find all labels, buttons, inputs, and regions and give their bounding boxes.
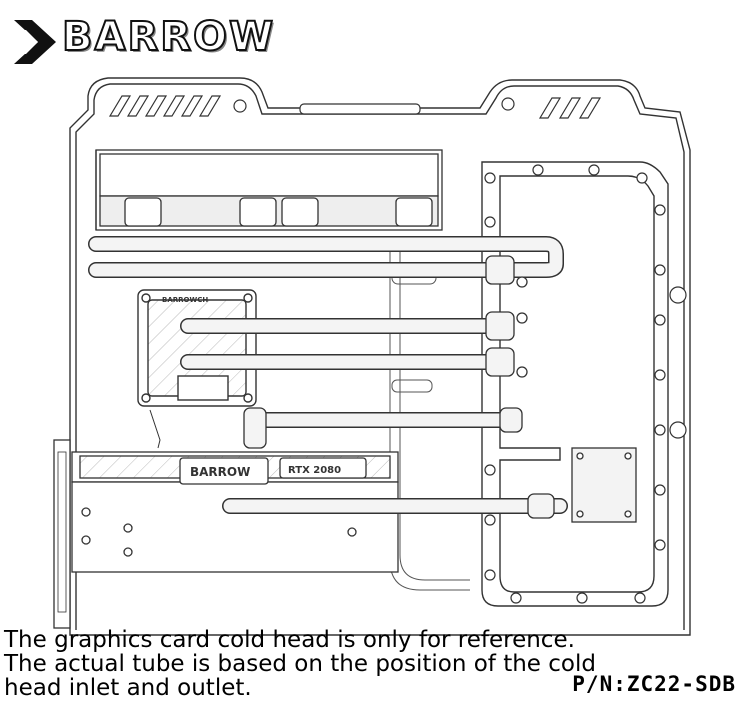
pump-logo: BARROWCH	[162, 296, 208, 304]
plate-slots	[108, 95, 602, 119]
distro-plate	[481, 161, 669, 607]
tube-fittings	[243, 255, 555, 519]
chevron-arrow-icon	[14, 20, 56, 64]
fan-radiator	[95, 149, 443, 231]
note-line-1: The graphics card cold head is only for …	[4, 627, 575, 653]
note-line-3: head inlet and outlet.	[4, 675, 252, 701]
note-line-2: The actual tube is based on the position…	[4, 651, 596, 677]
brand-name: BARROW	[61, 13, 276, 61]
gpu-model-label: RTX 2080	[288, 465, 341, 476]
case-plate	[69, 77, 691, 636]
part-number: P/N:ZC22-SDB	[572, 672, 736, 696]
pump-cover	[571, 447, 637, 523]
distro-screws	[484, 164, 687, 604]
gpu-card	[53, 439, 399, 629]
gpu-block-logo: BARROW	[190, 465, 250, 479]
